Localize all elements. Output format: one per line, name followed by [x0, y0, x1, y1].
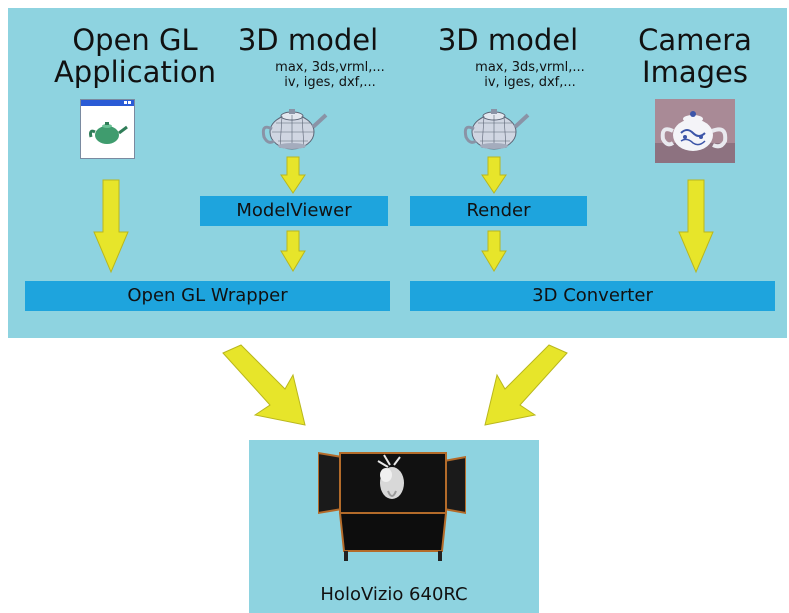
- arrow-down-teapot-right: [481, 156, 507, 194]
- formats-list-left: max, 3ds,vrml,... iv, iges, dxf,...: [275, 60, 385, 90]
- opengl-window-icon: [80, 99, 135, 159]
- opengl-application-heading: Open GL Application: [53, 23, 217, 89]
- arrow-down-opengl-app: [93, 179, 129, 274]
- 3d-converter-box: 3D Converter: [410, 281, 775, 311]
- opengl-wrapper-box: Open GL Wrapper: [25, 281, 390, 311]
- arrow-down-modelviewer: [280, 230, 306, 272]
- teapot-model-icon-right: [463, 109, 530, 150]
- render-box: Render: [410, 196, 587, 226]
- arrow-down-teapot-left: [280, 156, 306, 194]
- 3d-model-heading-right: 3D model: [437, 23, 579, 57]
- holovizio-caption: HoloVizio 640RC: [320, 584, 468, 605]
- camera-images-heading: Camera Images: [638, 23, 752, 89]
- formats-list-right: max, 3ds,vrml,... iv, iges, dxf,...: [475, 60, 585, 90]
- teapot-model-icon-left: [261, 109, 328, 150]
- arrow-diagonal-left: [222, 344, 306, 426]
- arrow-down-render: [481, 230, 507, 272]
- arrow-diagonal-right: [484, 344, 568, 426]
- teapot-photo-icon: [655, 99, 735, 163]
- arrow-down-camera: [678, 179, 714, 274]
- 3d-model-heading-left: 3D model: [237, 23, 379, 57]
- modelviewer-box: ModelViewer: [200, 196, 388, 226]
- holovizio-display-image: [318, 451, 466, 561]
